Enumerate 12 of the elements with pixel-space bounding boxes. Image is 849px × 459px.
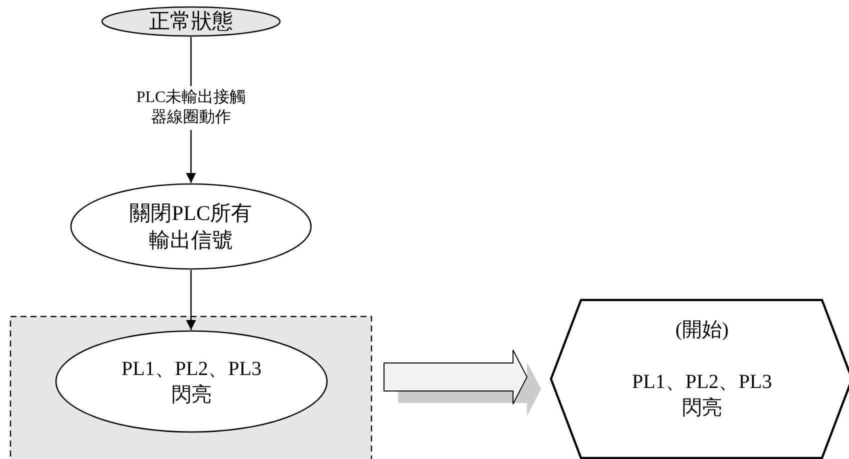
dashed-region [10, 316, 372, 459]
node-text: PL1、PL2、PL3閃亮 [630, 370, 774, 421]
process-ellipse [70, 183, 312, 270]
node-text: 正常狀態 [149, 8, 233, 35]
node-text: 關閉PLC所有輸出信號 [128, 200, 254, 254]
process-ellipse [55, 330, 328, 433]
node-text: PL1、PL2、PL3閃亮 [120, 356, 263, 408]
hexagon-box [551, 299, 849, 459]
arrow [186, 270, 196, 330]
block-arrow [384, 350, 541, 416]
node-text: (開始) [675, 318, 729, 343]
start-ellipse [101, 6, 281, 37]
